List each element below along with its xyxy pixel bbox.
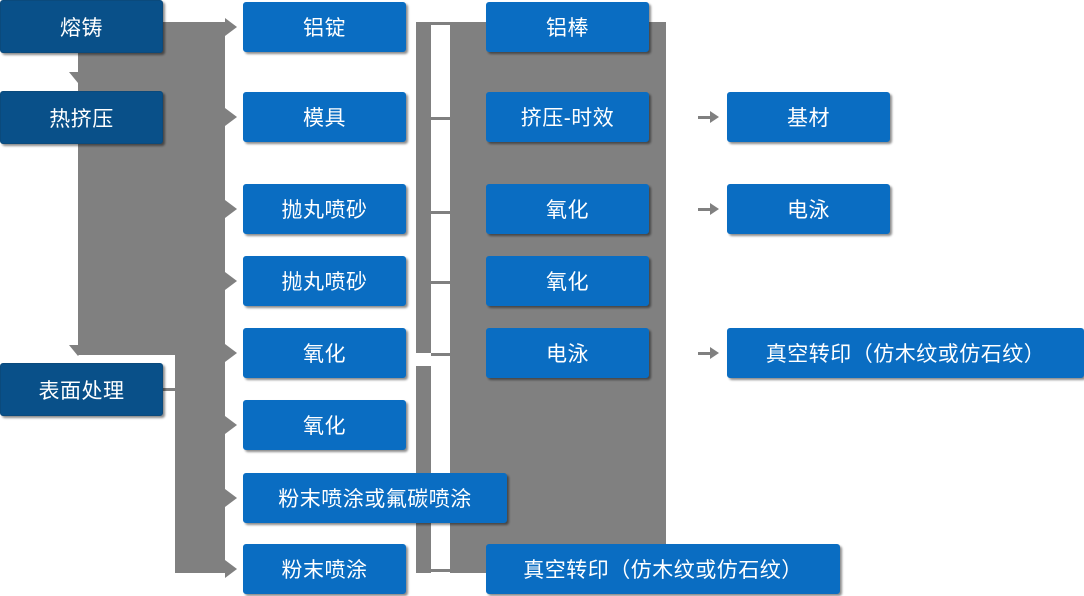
connector-left-bus-lower bbox=[175, 22, 225, 573]
connector-arrow-to-shot-blast-1 bbox=[225, 200, 237, 218]
node-electrophoresis-2[interactable]: 电泳 bbox=[727, 184, 890, 234]
connector-ladder-left-rail-upper bbox=[416, 22, 431, 353]
node-melt-cast[interactable]: 熔铸 bbox=[0, 0, 163, 53]
node-label: 挤压-时效 bbox=[520, 107, 615, 130]
node-label: 电泳 bbox=[787, 199, 830, 222]
node-vacuum-transfer[interactable]: 真空转印（仿木纹或仿石纹） bbox=[727, 328, 1084, 378]
node-label: 氧化 bbox=[546, 271, 589, 294]
connector-ladder-rung-2 bbox=[431, 211, 450, 214]
node-powder-coating[interactable]: 粉末喷涂 bbox=[243, 544, 406, 594]
node-oxidation-3[interactable]: 氧化 bbox=[486, 184, 649, 234]
connector-arrow-to-substrate bbox=[710, 111, 719, 123]
connector-stub-surface-treatment bbox=[163, 388, 183, 391]
node-electrophoresis-1[interactable]: 电泳 bbox=[486, 328, 649, 378]
connector-arrow-down-to-surface-treatment bbox=[69, 345, 87, 356]
node-vacuum-transfer-bottom[interactable]: 真空转印（仿木纹或仿石纹） bbox=[486, 544, 840, 594]
node-label: 熔铸 bbox=[60, 16, 103, 40]
node-oxidation-1[interactable]: 氧化 bbox=[243, 328, 406, 378]
node-label: 铝棒 bbox=[546, 17, 589, 40]
node-label: 热挤压 bbox=[49, 107, 114, 131]
node-label: 基材 bbox=[787, 107, 830, 130]
node-powder-or-fluorocarbon[interactable]: 粉末喷涂或氟碳喷涂 bbox=[243, 473, 507, 523]
node-substrate[interactable]: 基材 bbox=[727, 92, 890, 142]
connector-stem-to-substrate bbox=[698, 116, 710, 119]
node-label: 模具 bbox=[303, 107, 346, 130]
connector-ladder-rung-3 bbox=[431, 281, 450, 284]
connector-arrow-to-oxidation-1 bbox=[225, 344, 237, 362]
node-label: 氧化 bbox=[303, 343, 346, 366]
node-label: 电泳 bbox=[546, 343, 589, 366]
node-extrude-aging[interactable]: 挤压-时效 bbox=[486, 92, 649, 142]
node-label: 抛丸喷砂 bbox=[281, 271, 368, 294]
node-mold[interactable]: 模具 bbox=[243, 92, 406, 142]
connector-arrow-to-electrophoresis-2 bbox=[710, 203, 719, 215]
connector-ladder-rung-bottom bbox=[431, 569, 450, 572]
connector-arrow-to-vacuum-transfer bbox=[710, 347, 719, 359]
node-label: 氧化 bbox=[303, 415, 346, 438]
node-aluminum-bar[interactable]: 铝棒 bbox=[486, 2, 649, 52]
connector-stem-to-electrophoresis-2 bbox=[698, 208, 710, 211]
connector-left-bus-body bbox=[78, 22, 175, 355]
node-aluminum-ingot[interactable]: 铝锭 bbox=[243, 2, 406, 52]
connector-arrow-to-oxidation-2 bbox=[225, 416, 237, 434]
node-shot-blast-1[interactable]: 抛丸喷砂 bbox=[243, 184, 406, 234]
node-label: 粉末喷涂 bbox=[281, 559, 368, 582]
connector-arrow-to-aluminum-ingot bbox=[225, 18, 237, 36]
connector-arrow-to-shot-blast-2 bbox=[225, 272, 237, 290]
connector-arrow-to-powder-coating bbox=[225, 560, 237, 578]
connector-arrow-to-powder-or-fluorocarbon bbox=[225, 489, 237, 507]
connector-arrow-to-mold bbox=[225, 108, 237, 126]
node-label: 铝锭 bbox=[303, 17, 346, 40]
node-label: 真空转印（仿木纹或仿石纹） bbox=[765, 343, 1046, 366]
node-label: 粉末喷涂或氟碳喷涂 bbox=[278, 488, 472, 511]
connector-ladder-rung-1 bbox=[431, 117, 450, 120]
node-hot-extrude[interactable]: 热挤压 bbox=[0, 91, 163, 144]
node-label: 真空转印（仿木纹或仿石纹） bbox=[523, 559, 803, 582]
connector-ladder-rung-4 bbox=[431, 353, 450, 356]
node-shot-blast-2[interactable]: 抛丸喷砂 bbox=[243, 256, 406, 306]
node-oxidation-4[interactable]: 氧化 bbox=[486, 256, 649, 306]
node-surface-treatment[interactable]: 表面处理 bbox=[0, 363, 163, 416]
connector-stem-to-vacuum-transfer bbox=[698, 352, 710, 355]
connector-ladder-left-rail-lower bbox=[416, 366, 431, 573]
node-label: 表面处理 bbox=[38, 379, 125, 403]
node-label: 氧化 bbox=[546, 199, 589, 222]
node-label: 抛丸喷砂 bbox=[281, 199, 368, 222]
node-oxidation-2[interactable]: 氧化 bbox=[243, 400, 406, 450]
connector-ladder-rung-top bbox=[431, 22, 450, 25]
connector-arrow-down-to-hot-extrude bbox=[69, 72, 87, 83]
